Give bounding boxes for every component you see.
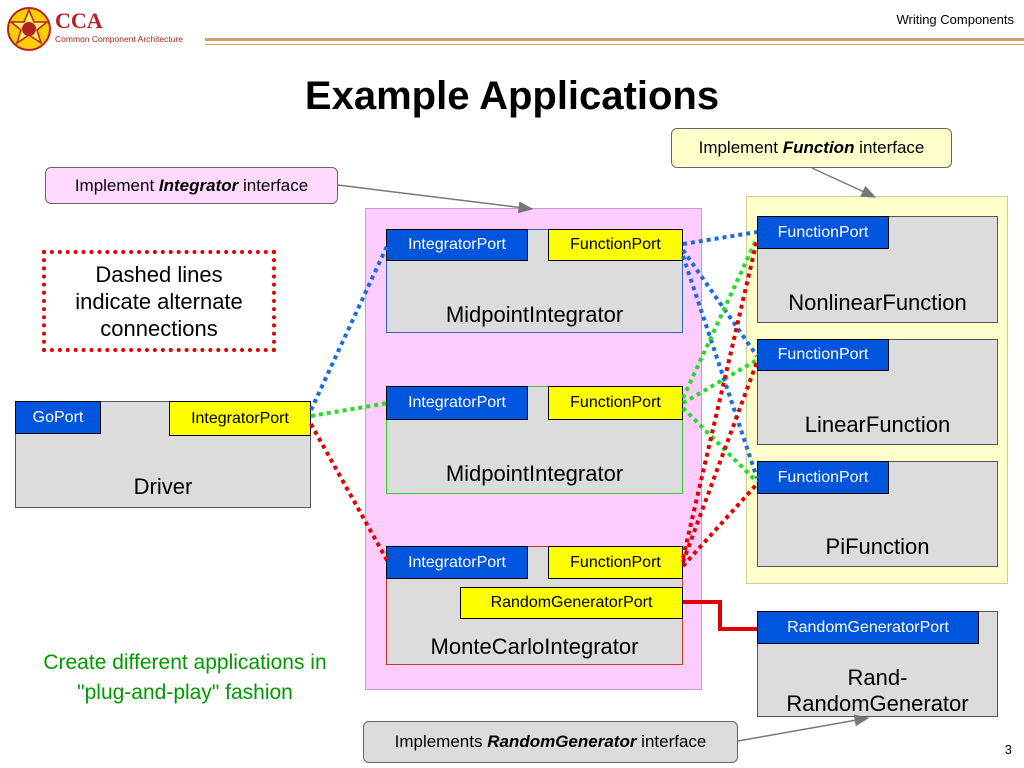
linear-label: LinearFunction [804,412,951,437]
pi-label: PiFunction [825,534,930,559]
random-interface-callout: Implements RandomGenerator interface [363,721,738,763]
callout-suffix: interface [238,175,309,195]
midpoint2-integrator-port[interactable]: IntegratorPort [386,386,528,420]
page-number: 3 [1004,742,1012,757]
callout-emphasis: Function [782,138,855,157]
midpoint1-label: MidpointIntegrator [445,302,624,327]
nonlinear-function-port[interactable]: FunctionPort [757,216,889,249]
callout-prefix: Implement [74,175,159,195]
nonlinear-label: NonlinearFunction [788,290,967,315]
rand-random-generator-port[interactable]: RandomGeneratorPort [757,611,979,644]
dashed-lines-note: Dashed lines indicate alternate connecti… [42,250,276,352]
callout-prefix: Implements [394,732,488,751]
driver-label: Driver [133,474,193,499]
pi-function-port[interactable]: FunctionPort [757,461,889,494]
random-callout-arrow [737,714,870,742]
red-connections [309,239,759,568]
midpoint1-integrator-port[interactable]: IntegratorPort [386,229,528,261]
integrator-interface-callout: Implement Integrator interface [45,167,338,204]
slide-title: Example Applications [304,74,720,118]
montecarlo-function-port[interactable]: FunctionPort [548,546,683,579]
callout-suffix: interface [636,732,707,751]
cca-logo-icon [7,7,51,51]
montecarlo-integrator-port[interactable]: IntegratorPort [386,546,528,579]
integrator-callout-arrow [337,184,534,214]
callout-emphasis: Integrator [158,175,239,195]
montecarlo-random-generator-port[interactable]: RandomGeneratorPort [460,587,683,619]
driver-integrator-port[interactable]: IntegratorPort [169,401,311,436]
rand-label-line2: RandomGenerator [786,691,969,716]
cca-logo [6,6,52,52]
header-rule-thin [205,44,1024,45]
callout-emphasis: RandomGenerator [487,732,637,751]
callout-suffix: interface [854,138,925,157]
logo-subtitle: Common Component Architecture [55,34,184,44]
callout-prefix: Implement [698,138,783,157]
midpoint1-function-port[interactable]: FunctionPort [548,229,683,261]
function-interface-callout: Implement Function interface [671,128,952,168]
plug-and-play-note: Create different applications in "plug-a… [43,651,327,704]
section-title: Writing Components [896,12,1014,27]
dashed-lines-note-text: Dashed lines indicate alternate connecti… [75,261,243,341]
rand-label-line1: Rand- [847,665,908,690]
montecarlo-label: MonteCarloIntegrator [430,634,639,659]
random-generator-connection [683,600,757,631]
midpoint2-label: MidpointIntegrator [445,461,624,486]
go-port[interactable]: GoPort [15,401,101,434]
blue-connections [309,230,759,479]
green-connections [310,237,759,484]
header-rule [205,38,1024,41]
midpoint2-function-port[interactable]: FunctionPort [548,386,683,420]
function-callout-arrow [811,167,877,198]
logo-title: CCA [55,8,103,33]
